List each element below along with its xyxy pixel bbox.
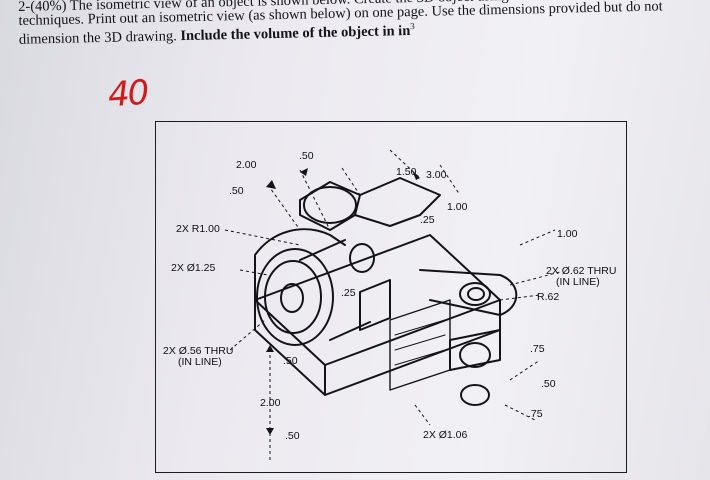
dim-top-0-50-a: .50: [299, 150, 314, 162]
callout-dia-1-25: 2X Ø1.25: [171, 262, 216, 274]
callout-thru-056: 2X Ø.56 THRU: [163, 345, 234, 357]
left-hole: [280, 283, 304, 313]
riser: [359, 279, 391, 331]
right-hole-mid: [459, 342, 491, 368]
dim-right-0-75-b: .75: [528, 408, 543, 420]
right-hole-low: [460, 384, 490, 406]
dim-left-2-00: 2.00: [260, 397, 281, 409]
dim-right-1-00-a: 1.00: [447, 201, 468, 213]
callout-left-radius: 2X R1.00: [176, 223, 220, 235]
dim-top-3-00: 3.00: [426, 169, 447, 181]
dim-right-1-00-b: 1.00: [557, 228, 578, 240]
dim-top-2-00: 2.00: [236, 159, 257, 171]
dim-top-0-50-b: .50: [229, 185, 244, 197]
callout-dia-1-06: 2X Ø1.06: [423, 429, 468, 441]
dim-right-0-50: .50: [541, 378, 556, 390]
right-hole-top: [459, 282, 491, 306]
callout-thru-062-inline: (IN LINE): [556, 276, 600, 288]
callout-thru-062: 2X Ø.62 THRU: [546, 265, 617, 277]
figure-frame: [155, 121, 627, 473]
left-clevis: [254, 228, 346, 301]
right-arm: [419, 269, 518, 316]
left-boss: [256, 248, 334, 346]
dim-right-0-75-a: .75: [530, 343, 545, 355]
upper-hole: [349, 243, 375, 273]
callout-right-radius: R.62: [537, 291, 560, 303]
dim-top-1-50: 1.50: [396, 166, 417, 178]
callout-thru-056-inline: (IN LINE): [178, 356, 222, 368]
dim-mid-0-25-a: .25: [420, 214, 435, 226]
dim-left-0-50: .50: [283, 355, 298, 367]
dim-mid-0-25-b: .25: [341, 287, 356, 299]
dim-left-0-50-b: .50: [285, 430, 300, 442]
